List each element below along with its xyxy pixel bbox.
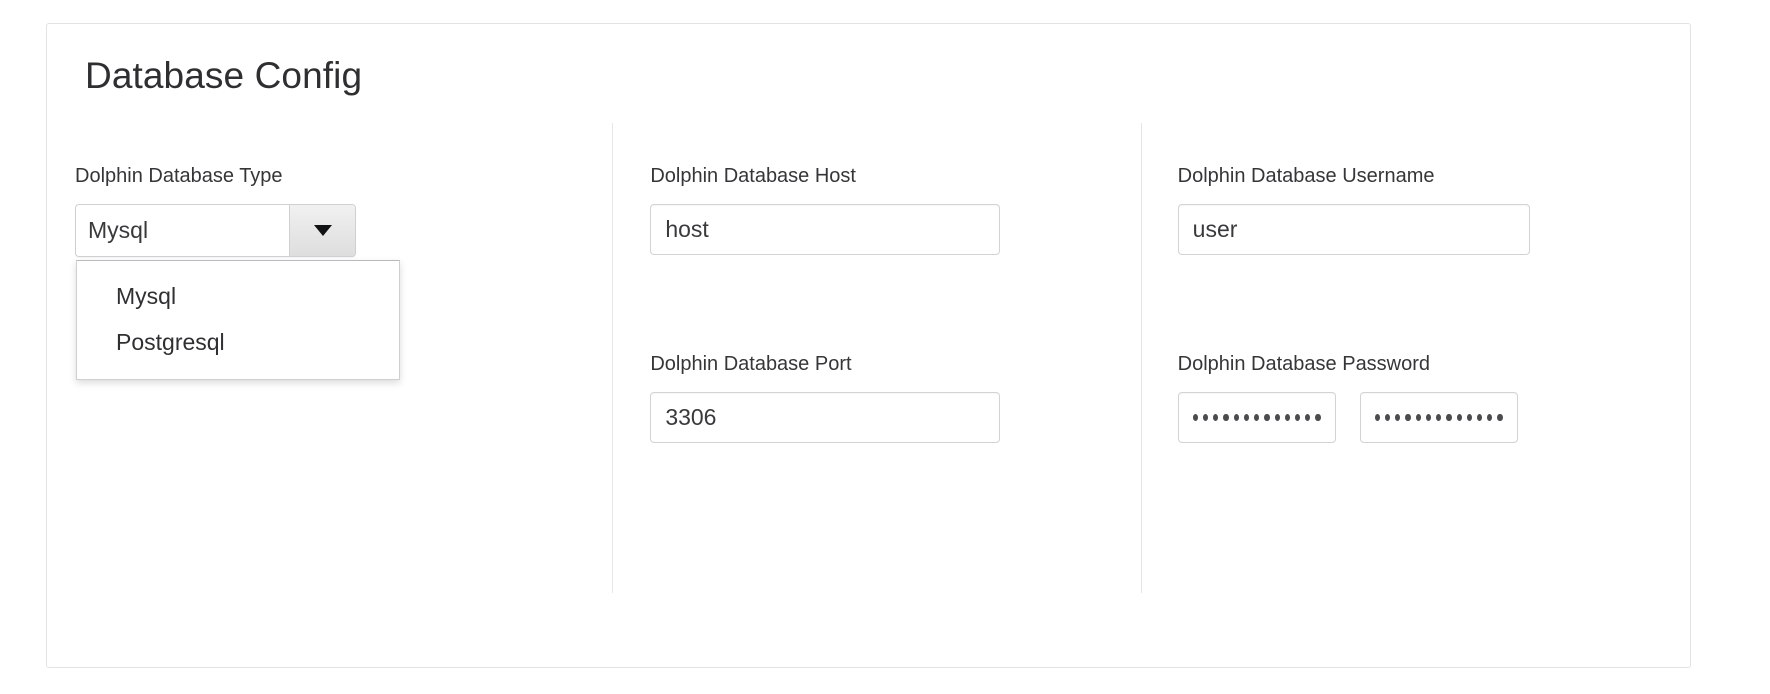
database-username-label: Dolphin Database Username [1177, 165, 1435, 187]
column-host-port: Dolphin Database Host Dolphin Database P… [612, 123, 1140, 593]
column-username-password: Dolphin Database Username Dolphin Databa… [1140, 123, 1690, 593]
database-host-input[interactable] [650, 204, 1001, 255]
database-type-select[interactable]: Mysql Mysql Postgresql [75, 204, 400, 380]
field-database-password: Dolphin Database Password [1177, 352, 1518, 443]
page-title: Database Config [85, 55, 363, 96]
field-database-port: Dolphin Database Port [650, 352, 1001, 443]
database-type-selected-value[interactable]: Mysql [76, 205, 289, 256]
field-database-host: Dolphin Database Host [650, 164, 1001, 255]
field-database-type: Dolphin Database Type Mysql Mysql Postgr… [75, 164, 400, 380]
database-port-label: Dolphin Database Port [650, 353, 852, 375]
database-config-card: Database Config Dolphin Database Type My… [46, 23, 1691, 668]
database-username-input[interactable] [1177, 204, 1530, 255]
database-type-option-list[interactable]: Mysql Postgresql [76, 260, 400, 380]
database-password-input[interactable] [1177, 392, 1336, 443]
database-type-option-mysql[interactable]: Mysql [116, 282, 177, 309]
database-password-label: Dolphin Database Password [1177, 353, 1431, 375]
database-type-label: Dolphin Database Type [75, 165, 283, 187]
database-host-label: Dolphin Database Host [650, 165, 856, 187]
column-database-type: Dolphin Database Type Mysql Mysql Postgr… [47, 123, 612, 593]
database-type-dropdown-button[interactable] [289, 205, 355, 256]
password-mask-dots [1192, 393, 1321, 442]
database-port-input[interactable] [650, 392, 1001, 443]
form-columns: Dolphin Database Type Mysql Mysql Postgr… [47, 123, 1690, 593]
password-confirm-mask-dots [1374, 393, 1503, 442]
database-password-confirm-input[interactable] [1359, 392, 1518, 443]
password-inputs-row [1177, 392, 1518, 443]
chevron-down-icon [313, 225, 332, 236]
database-type-option-postgresql[interactable]: Postgresql [116, 328, 225, 355]
field-database-username: Dolphin Database Username [1177, 164, 1530, 255]
